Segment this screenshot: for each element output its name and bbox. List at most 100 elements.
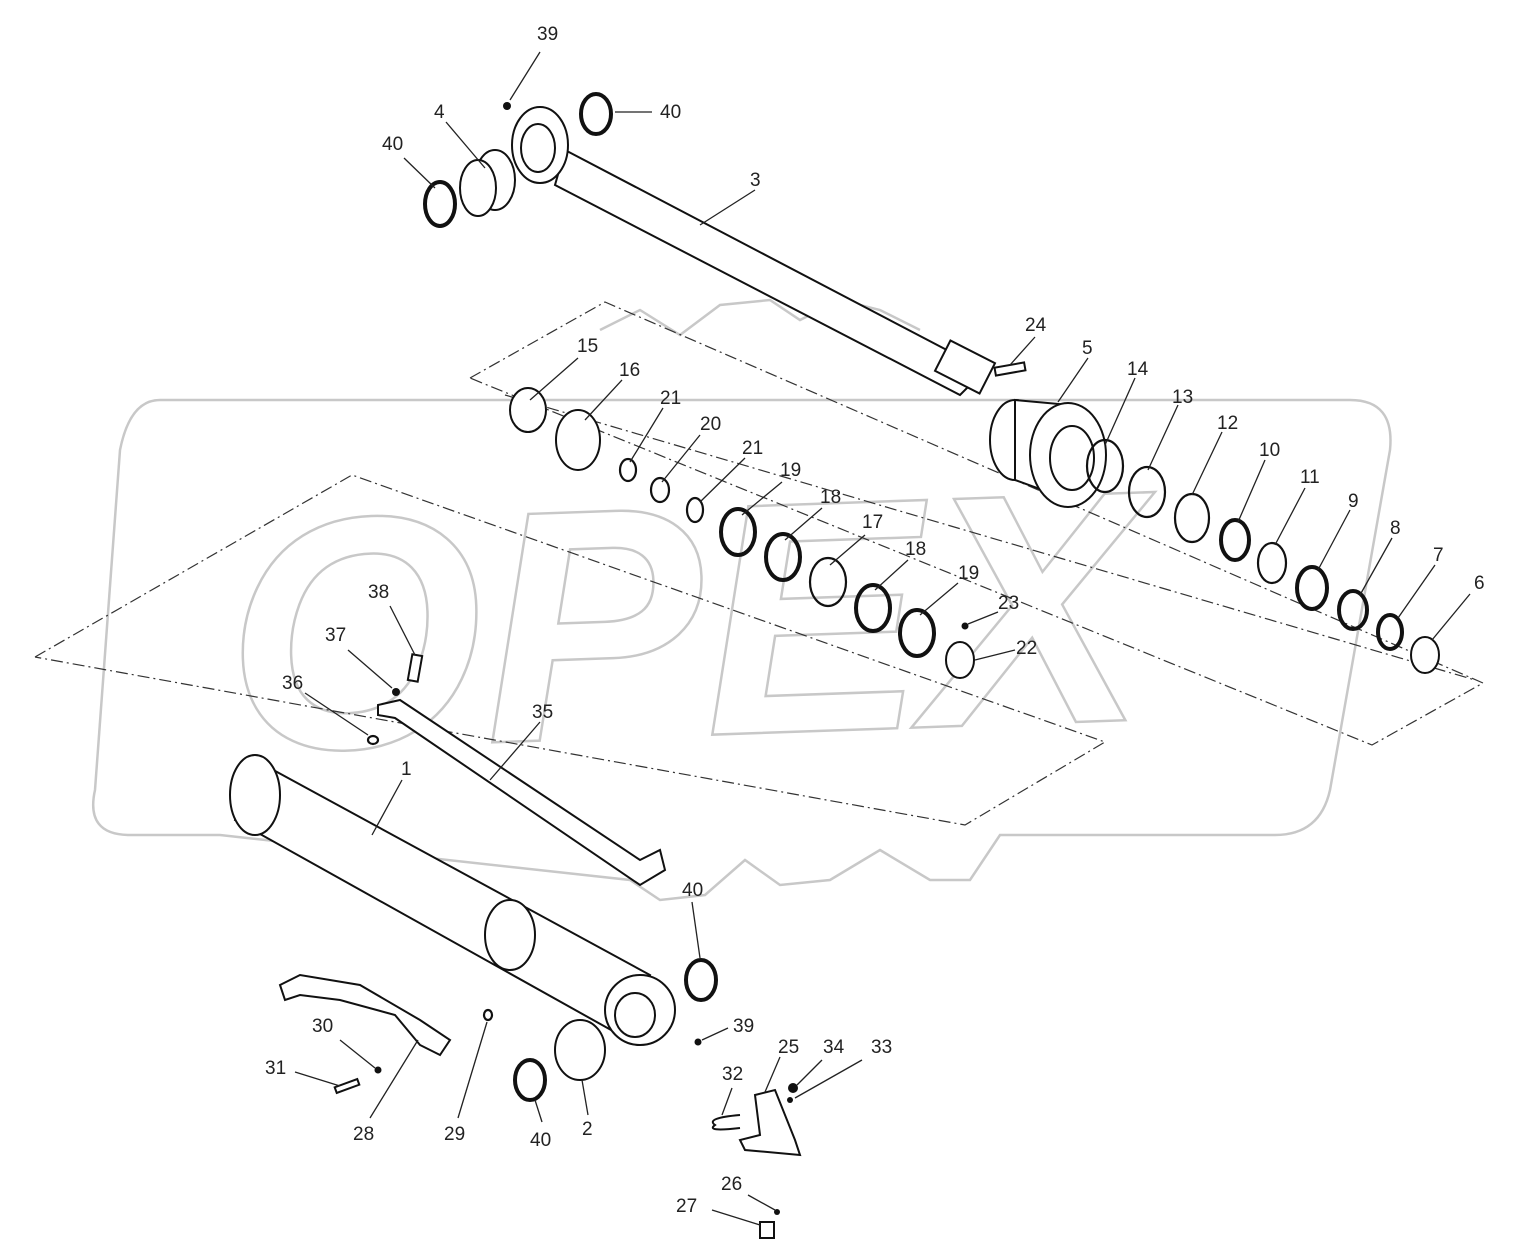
leader-2 — [581, 1079, 589, 1116]
leader-21-a — [629, 407, 664, 463]
leader-40-bottom — [534, 1099, 543, 1123]
seal-21-a — [618, 457, 638, 483]
seal-7 — [1376, 613, 1404, 651]
leader-4 — [445, 121, 486, 169]
leader-26 — [747, 1194, 776, 1211]
callout-38: 38 — [368, 582, 389, 603]
callout-36: 36 — [282, 673, 303, 694]
leader-32 — [721, 1087, 733, 1116]
leader-17 — [829, 534, 866, 566]
callout-28: 28 — [353, 1124, 374, 1145]
nut-34 — [788, 1083, 798, 1093]
callout-39-bottom: 39 — [733, 1016, 754, 1037]
callout-11: 11 — [1300, 467, 1320, 488]
leader-18-a — [784, 507, 823, 541]
leader-15 — [529, 357, 579, 401]
hose-28 — [278, 973, 452, 1057]
leader-21-b — [699, 457, 746, 503]
washer-26 — [774, 1209, 780, 1215]
leader-18-b — [874, 559, 909, 591]
cylinder-tube-band — [484, 899, 536, 971]
cylinder-head — [989, 398, 1107, 508]
grease-nipple-39-top — [503, 102, 511, 110]
callout-16: 16 — [619, 360, 640, 381]
washer-33 — [787, 1097, 793, 1103]
leader-28 — [369, 1039, 419, 1119]
leader-19-b — [919, 582, 959, 616]
callout-40-top-right: 40 — [660, 102, 681, 123]
callout-34: 34 — [823, 1037, 845, 1058]
callout-9: 9 — [1348, 491, 1359, 512]
upper-group-outline — [469, 301, 1485, 746]
callout-24: 24 — [1025, 315, 1047, 336]
callout-8: 8 — [1390, 518, 1401, 539]
seal-14 — [1085, 438, 1125, 494]
callout-40-mid: 40 — [682, 880, 703, 901]
piston-rod-body — [553, 148, 987, 397]
cylinder-tube-eye-bore — [614, 992, 656, 1038]
callout-35: 35 — [532, 702, 553, 723]
callout-12: 12 — [1217, 413, 1238, 434]
seal-9 — [1295, 565, 1329, 611]
callout-32: 32 — [722, 1064, 743, 1085]
callout-31: 31 — [265, 1058, 286, 1079]
grease-nipple-39-bottom — [694, 1038, 702, 1046]
leader-16 — [584, 379, 623, 421]
watermark-gear-outline — [92, 398, 1392, 902]
set-screw-23 — [961, 622, 969, 630]
bolt-31 — [333, 1077, 361, 1095]
nut-22 — [945, 641, 975, 679]
callout-4: 4 — [434, 102, 445, 123]
leader-6 — [1431, 593, 1471, 641]
bushing-top-ring-b — [459, 159, 497, 217]
cylinder-tube-end — [229, 754, 281, 836]
callout-5: 5 — [1082, 338, 1093, 359]
watermark-text: OPEX — [220, 420, 1166, 821]
leader-24 — [1009, 336, 1036, 366]
leader-3 — [699, 189, 756, 226]
seal-18-b — [854, 583, 892, 633]
leader-39-bottom — [701, 1027, 729, 1041]
callout-18-a: 18 — [820, 487, 841, 508]
ring-17 — [808, 556, 848, 608]
callout-21-a: 21 — [660, 388, 681, 409]
group-outlines — [34, 301, 1485, 826]
oring-29 — [482, 1008, 494, 1022]
callout-14: 14 — [1127, 359, 1149, 380]
leader-10 — [1237, 459, 1266, 523]
leader-37 — [347, 649, 393, 689]
callout-22: 22 — [1016, 638, 1037, 659]
seal-40-bottom — [513, 1058, 547, 1102]
leader-22 — [974, 649, 1016, 661]
callout-37: 37 — [325, 625, 346, 646]
callout-13: 13 — [1172, 387, 1193, 408]
callout-33: 33 — [871, 1037, 892, 1058]
seal-19-b — [898, 608, 936, 658]
leader-8 — [1359, 537, 1393, 596]
leader-7 — [1397, 564, 1436, 619]
bushing-6 — [1410, 636, 1440, 674]
piston-rod — [511, 106, 997, 397]
lower-group-outline — [34, 474, 1107, 826]
watermark: OPEX — [92, 298, 1392, 902]
cylinder-tube — [229, 754, 676, 1046]
seal-40-top-right — [579, 92, 613, 136]
seal-10 — [1219, 518, 1251, 562]
seal-21-b — [685, 496, 705, 524]
washer-30 — [374, 1066, 382, 1074]
rod-threaded-end — [933, 339, 997, 395]
callout-40-top-left: 40 — [382, 134, 403, 155]
callout-17: 17 — [862, 512, 883, 533]
leader-34 — [796, 1059, 823, 1086]
leader-29 — [457, 1021, 488, 1119]
leader-35 — [489, 721, 541, 781]
pipe-35 — [377, 698, 667, 887]
seal-19-a — [719, 507, 757, 557]
oring-36 — [366, 734, 380, 746]
leader-30 — [339, 1039, 376, 1069]
bolt-24 — [993, 361, 1027, 377]
callout-30: 30 — [312, 1016, 333, 1037]
seal-12 — [1173, 492, 1211, 544]
callout-25: 25 — [778, 1037, 799, 1058]
bolt-27 — [759, 1221, 775, 1239]
